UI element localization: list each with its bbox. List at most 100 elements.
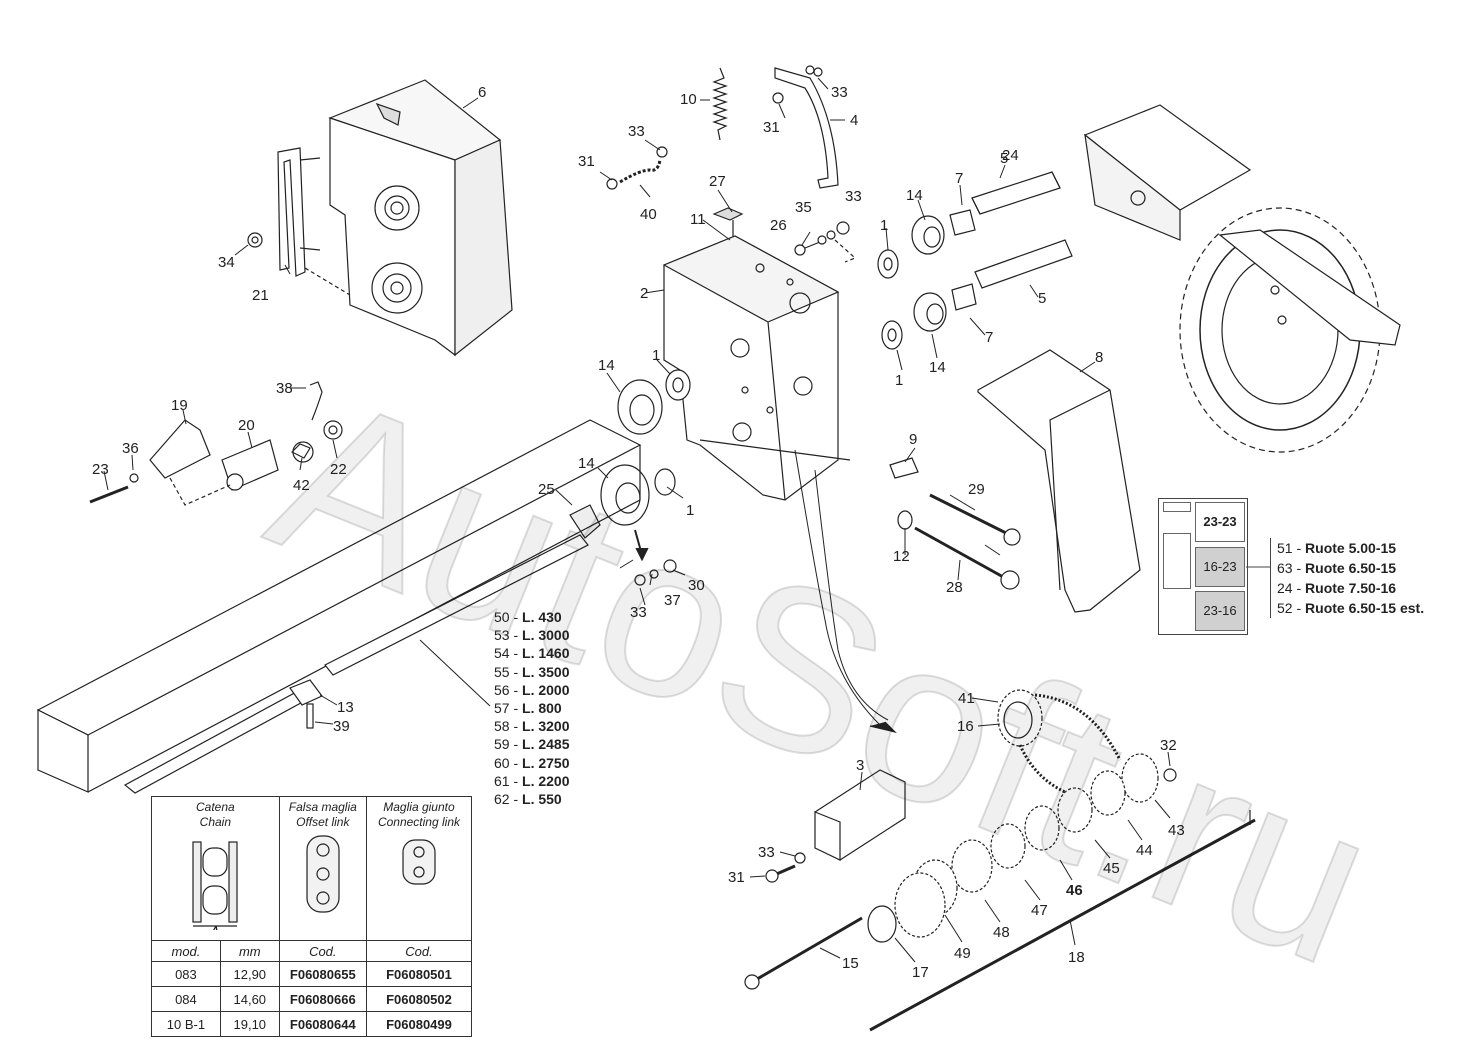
chain-table-subheader: mod. mm Cod. Cod. xyxy=(151,940,473,962)
part-label: 35 xyxy=(795,199,812,216)
wheel-row: 51 - Ruote 5.00-15 xyxy=(1277,540,1397,556)
part-label: 20 xyxy=(238,417,255,434)
part-label: 13 xyxy=(337,699,354,716)
spring-10-drawing xyxy=(712,67,728,141)
part-label: 28 xyxy=(946,579,963,596)
cell-connecting-code: F06080501 xyxy=(365,961,473,987)
sprocket-cluster-drawing xyxy=(744,689,1177,990)
cell-mod: 084 xyxy=(151,986,221,1012)
bracket-21-drawing xyxy=(247,147,351,296)
part-number-labels: 1 1 1 1 2 3 4 5 5 6 7 7 8 9 10 11 12 13 … xyxy=(92,84,1185,981)
wheel-name: Ruote 6.50-15 est. xyxy=(1305,600,1425,616)
part-label: 29 xyxy=(968,481,985,498)
part-label: 14 xyxy=(578,455,595,472)
offset-link-illustration xyxy=(306,835,340,913)
length-value: L. 2200 xyxy=(522,772,570,789)
wheel-row: 52 - Ruote 6.50-15 est. xyxy=(1277,600,1425,616)
header-it: Maglia giunto xyxy=(383,800,455,814)
chain-header-cell: Catena Chain A xyxy=(151,796,280,941)
gear-ratio-box: 23-23 16-23 23-16 xyxy=(1158,498,1248,635)
length-row: 60 - L. 2750 xyxy=(494,754,570,771)
wheel-name: Ruote 5.00-15 xyxy=(1305,540,1397,556)
part-label: 3 xyxy=(856,757,864,774)
chain-table: Catena Chain A Falsa maglia Offset link xyxy=(151,796,473,1037)
part-label: 26 xyxy=(770,217,787,234)
cell-offset-code: F06080655 xyxy=(278,961,367,987)
chain-table-header: Catena Chain A Falsa maglia Offset link xyxy=(151,796,473,941)
length-code: 54 xyxy=(494,645,510,662)
part-label: 7 xyxy=(955,170,963,187)
lever-4-drawing xyxy=(774,67,839,189)
length-row: 50 - L. 430 xyxy=(494,609,562,625)
part-label: 17 xyxy=(912,964,929,981)
length-code: 53 xyxy=(494,627,510,644)
header-it: Falsa maglia xyxy=(288,800,357,814)
part-label: 31 xyxy=(763,119,780,136)
header-en: Offset link xyxy=(296,815,350,829)
part-label: 40 xyxy=(640,206,657,223)
part-label: 48 xyxy=(993,924,1010,941)
part-label: 11 xyxy=(690,211,706,228)
length-value: L. 2750 xyxy=(522,754,570,771)
part-label: 33 xyxy=(628,123,645,140)
part-label: 25 xyxy=(538,481,555,498)
part-label: 45 xyxy=(1103,860,1120,877)
length-row: 56 - L. 2000 xyxy=(494,681,570,698)
part-label: 7 xyxy=(985,329,993,346)
cell-offset-code: F06080644 xyxy=(278,1011,367,1037)
subheader-cod: Cod. xyxy=(365,940,473,962)
length-code: 62 xyxy=(494,791,510,808)
part-label: 36 xyxy=(122,440,139,457)
length-value: L. 800 xyxy=(522,700,562,717)
gearbox-housing-drawing xyxy=(328,79,513,357)
part-label: 12 xyxy=(893,548,910,565)
part-label: 14 xyxy=(906,187,923,204)
part-label: 33 xyxy=(831,84,848,101)
cell-connecting-code: F06080499 xyxy=(365,1011,473,1037)
part-label: 14 xyxy=(598,357,615,374)
wheel-code: 24 xyxy=(1277,580,1293,596)
part-label: 37 xyxy=(664,592,681,609)
part-label: 47 xyxy=(1031,902,1048,919)
wheel-sizes-list: 51 - Ruote 5.00-15 63 - Ruote 6.50-15 24… xyxy=(1270,538,1424,618)
part-label: 15 xyxy=(842,955,859,972)
part-label: 1 xyxy=(880,217,888,234)
cell-mm: 19,10 xyxy=(219,1011,280,1037)
part-label: 22 xyxy=(330,461,347,478)
cell-offset-code: F06080666 xyxy=(278,986,367,1012)
part-label: 49 xyxy=(954,945,971,962)
part-label: 4 xyxy=(850,112,858,129)
part-label: 43 xyxy=(1168,822,1185,839)
part-label: 46 xyxy=(1066,882,1083,899)
length-row: 53 - L. 3000 xyxy=(494,627,570,644)
length-value: L. 430 xyxy=(522,609,562,625)
cell-mm: 14,60 xyxy=(219,986,280,1012)
part-label: 39 xyxy=(333,718,350,735)
length-row: 58 - L. 3200 xyxy=(494,718,570,735)
cell-mm: 12,90 xyxy=(219,961,280,987)
wheel-row: 63 - Ruote 6.50-15 xyxy=(1277,560,1397,576)
small-chain-40-drawing xyxy=(619,159,662,184)
part-label: 10 xyxy=(680,91,697,108)
subheader-mod: mod. xyxy=(151,940,221,962)
part-label: 1 xyxy=(686,502,694,519)
part-label: 38 xyxy=(276,380,293,397)
dimension-label: A xyxy=(210,925,219,930)
cell-mod: 083 xyxy=(151,961,221,987)
shaft-lengths-list: 50 - L. 430 53 - L. 3000 54 - L. 1460 55… xyxy=(494,608,570,808)
wheel-code: 51 xyxy=(1277,540,1293,556)
header-en: Chain xyxy=(199,815,232,829)
length-code: 59 xyxy=(494,736,510,753)
ratio-16-23: 16-23 xyxy=(1195,547,1245,587)
part-label: 16 xyxy=(957,718,974,735)
header-it: Catena xyxy=(195,800,235,814)
part-label: 5 xyxy=(1000,150,1008,167)
part-label: 33 xyxy=(758,844,775,861)
part-label: 19 xyxy=(171,397,188,414)
table-row: 084 14,60 F06080666 F06080502 xyxy=(151,986,473,1012)
part-label: 31 xyxy=(728,869,745,886)
length-value: L. 3000 xyxy=(522,627,570,644)
wheel-code: 52 xyxy=(1277,600,1293,616)
length-value: L. 3500 xyxy=(522,663,570,680)
